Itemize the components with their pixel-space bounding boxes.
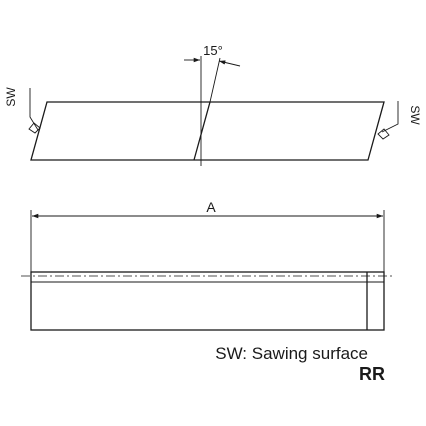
right-sawing-surface-symbol: SW — [377, 101, 422, 140]
sawing-surface-note: SW: Sawing surface — [215, 344, 368, 363]
length-label: A — [206, 199, 216, 215]
angle-dimension-right-arrow — [218, 60, 241, 67]
angled-cut-line — [193, 101, 211, 161]
left-sawing-surface-symbol: SW — [4, 87, 41, 134]
blade-top-outline — [30, 101, 385, 161]
product-code: RR — [359, 364, 385, 384]
front-view: A — [21, 199, 392, 331]
angle-extension-line — [209, 57, 221, 103]
blade-front-outline — [30, 271, 385, 331]
right-surface-label: SW — [408, 105, 422, 125]
top-view: 15° SW SW — [4, 43, 422, 166]
left-surface-label: SW — [4, 87, 18, 107]
angle-label: 15° — [203, 43, 223, 58]
